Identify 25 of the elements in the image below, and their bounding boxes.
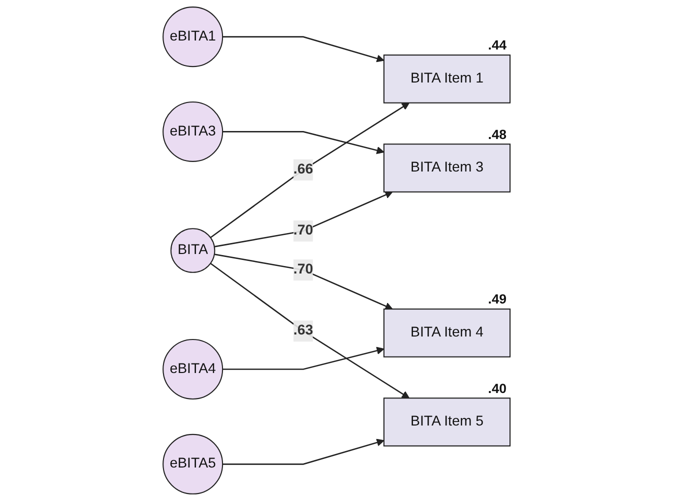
node-circle: BITA (170, 228, 216, 273)
loading-value: .48 (488, 126, 506, 142)
arrow (210, 262, 410, 398)
loading-value: .49 (488, 292, 506, 307)
arrow (222, 131, 384, 154)
arrow (210, 102, 410, 238)
node-box: BITA Item 4 (383, 308, 510, 358)
node-circle: eBITA4 (162, 339, 224, 400)
node-box: BITA Item 1 (383, 54, 510, 104)
edge-label: .66 (293, 162, 314, 177)
node-circle: eBITA3 (162, 101, 224, 162)
arrow (214, 254, 393, 310)
node-box: BITA Item 3 (383, 144, 510, 192)
edge-label: .70 (293, 262, 314, 278)
arrow (222, 36, 384, 62)
arrow (222, 346, 384, 370)
loading-value: .40 (488, 380, 506, 396)
arrow (214, 191, 393, 248)
node-circle: eBITA5 (162, 434, 224, 494)
node-circle: eBITA1 (162, 6, 224, 68)
node-box: BITA Item 5 (383, 398, 510, 446)
arrow (222, 438, 384, 465)
edge-label: .63 (293, 323, 314, 338)
edge-label: .70 (293, 223, 314, 238)
loading-value: .44 (488, 38, 506, 53)
